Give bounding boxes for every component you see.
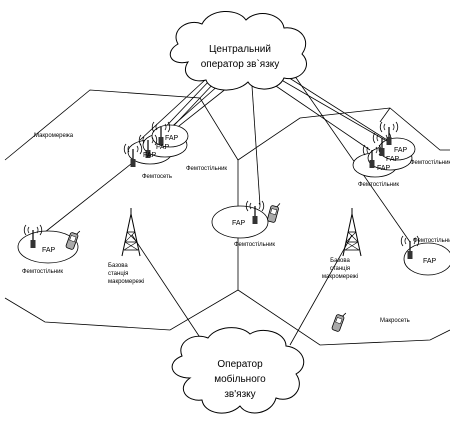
base-station-line3: макромережі bbox=[108, 279, 144, 285]
femto-right: FAP Фемтостільник bbox=[400, 235, 450, 276]
femtocell-label: Фемтостільник bbox=[234, 242, 275, 248]
tower-icon bbox=[342, 207, 362, 257]
fap-label: FAP bbox=[165, 135, 179, 142]
macro-base-station-left: Базова станція макромережі bbox=[108, 207, 144, 285]
base-station-line2: станція bbox=[330, 266, 350, 272]
macro-network-label: Макромережа bbox=[34, 133, 74, 139]
base-station-line1: Базова bbox=[330, 258, 350, 264]
macro-base-station-right: Базова станція макромережі bbox=[322, 207, 362, 280]
femtocell-label: Фемтостільник bbox=[410, 160, 450, 166]
mobile-operator-line3: зв'язку bbox=[224, 389, 255, 400]
fap-label: FAP bbox=[143, 152, 157, 159]
tower-icon bbox=[121, 207, 141, 257]
fap-label: FAP bbox=[386, 156, 400, 163]
femtocell-label: Фемтостільник bbox=[186, 166, 227, 172]
cloud-mobile-operator: Оператор мобільного зв'язку bbox=[171, 327, 305, 414]
femto-center: FAP Фемтостільник bbox=[211, 200, 281, 248]
phone-icon bbox=[266, 200, 281, 224]
central-operator-line2: оператор зв`язку bbox=[201, 58, 280, 70]
femto-network-label: Фемтосеть bbox=[142, 174, 172, 180]
base-station-line2: станція bbox=[108, 271, 128, 277]
femtocell-label: Фемтостільник bbox=[358, 182, 399, 188]
femto-cluster-right: FAP FAP FAP Фемтостільник Фемтостільник bbox=[352, 121, 450, 188]
macro-network-alt-label: Макросеть bbox=[380, 318, 410, 324]
fap-label: FAP bbox=[156, 144, 170, 151]
femtocell-label: Фемтостільник bbox=[22, 269, 63, 275]
fap-label: FAP bbox=[394, 147, 408, 154]
femto-left: FAP Фемтостільник bbox=[17, 224, 81, 275]
mobile-operator-line2: мобільного bbox=[214, 373, 266, 385]
mobile-operator-line1: Оператор bbox=[217, 359, 263, 370]
fap-label: FAP bbox=[377, 165, 391, 172]
base-station-line1: Базова bbox=[108, 263, 128, 269]
femtocell-label: Фемтостільник bbox=[413, 238, 450, 244]
fap-label: FAP bbox=[42, 247, 56, 254]
base-station-line3: макромережі bbox=[322, 274, 358, 280]
central-operator-line1: Центральний bbox=[209, 44, 271, 55]
cloud-central-operator: Центральний оператор зв`язку bbox=[169, 11, 307, 91]
fap-label: FAP bbox=[423, 258, 437, 265]
femto-cluster-left: FAP FAP FAP Фемтостільник Фемтосеть bbox=[123, 121, 227, 180]
phone-icon bbox=[331, 309, 347, 333]
fap-label: FAP bbox=[232, 220, 246, 227]
